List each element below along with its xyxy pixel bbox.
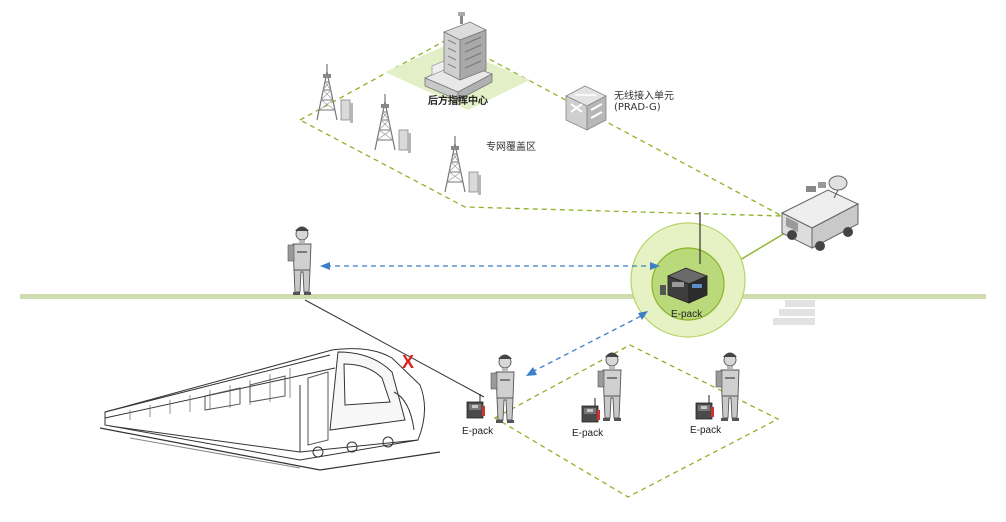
epack-label-left: E-pack	[462, 426, 494, 437]
epack-device-icon	[581, 397, 601, 423]
central-epack-label: E-pack	[671, 309, 703, 320]
steps-icon	[773, 300, 815, 325]
blocked-mark: X	[402, 352, 414, 372]
command-center-label: 后方指挥中心	[428, 94, 488, 107]
switch-icon	[565, 85, 607, 131]
van-icon	[780, 175, 860, 251]
vehicle-link	[739, 229, 791, 261]
radio-tower-icon	[374, 93, 412, 154]
train-icon	[99, 348, 441, 471]
soldier-icon	[490, 353, 515, 424]
epack-label-right: E-pack	[690, 425, 722, 436]
team-area-border	[493, 344, 780, 498]
epack-device-icon	[466, 393, 486, 419]
soldier-icon	[715, 351, 740, 422]
rail-track	[20, 294, 986, 299]
epack-device-icon	[695, 394, 715, 420]
soldier-icon	[287, 225, 312, 296]
epack-label-middle: E-pack	[572, 428, 604, 439]
radio-tower-icon	[444, 135, 482, 196]
access-unit-label: 无线接入单元	[614, 89, 674, 102]
soldier-icon	[597, 351, 622, 422]
wireless-link-team	[531, 314, 644, 373]
epack-device-icon	[660, 212, 709, 304]
access-unit-model-label: (PRAD-G)	[614, 102, 661, 113]
blocked-link	[304, 299, 485, 398]
private-network-area-border	[298, 37, 783, 217]
building-icon	[424, 12, 493, 101]
private-network-area-label: 专网覆盖区	[486, 140, 536, 153]
